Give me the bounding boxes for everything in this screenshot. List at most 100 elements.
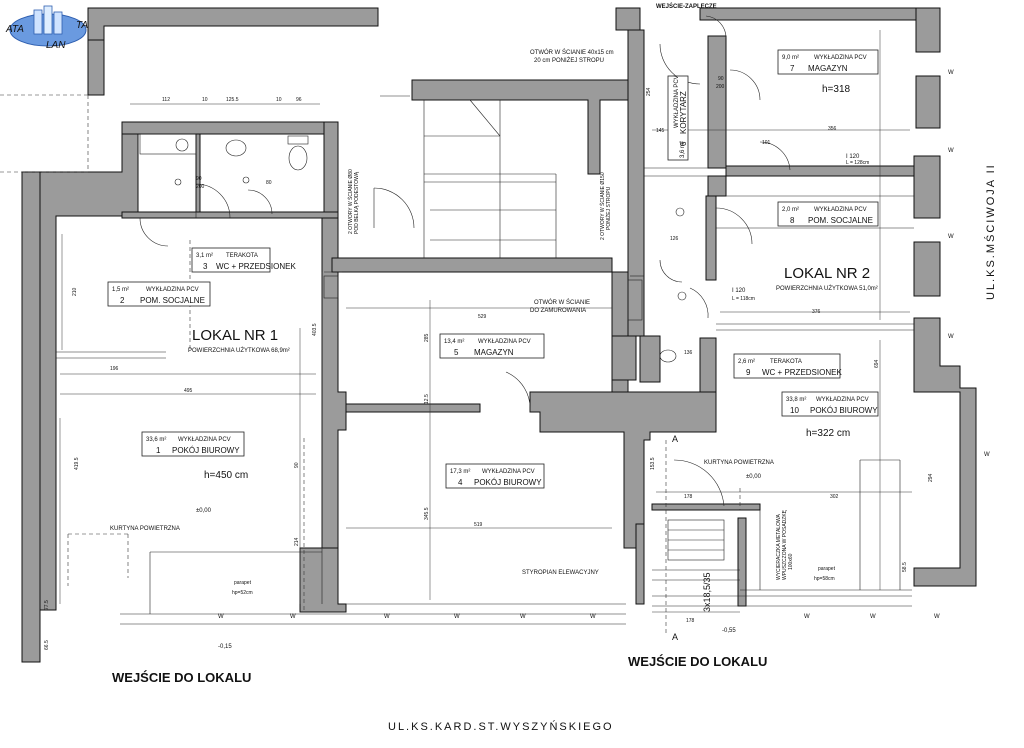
window-marker-14: W <box>290 614 296 620</box>
dim-10a: 10 <box>202 97 208 103</box>
beam-1: I 120 <box>846 154 860 160</box>
logo-text-3: LAN <box>46 40 66 51</box>
logo-text-2: TA <box>76 20 88 31</box>
dim-90: 90 <box>294 462 300 468</box>
dim-178b: 178 <box>686 618 695 624</box>
note-mat: WYCIERACZKA METALOWA <box>776 513 782 580</box>
svg-text:POKÓJ BIUROWY: POKÓJ BIUROWY <box>474 478 542 487</box>
note-openings-2: 2 OTWORY W ŚCIANIE Ø150 <box>598 172 606 240</box>
note-openings-1: 2 OTWORY W ŚCIANIE Ø80 <box>346 169 354 234</box>
svg-text:33,6 m²: 33,6 m² <box>146 437 166 443</box>
level-entrance-left: -0,15 <box>218 644 232 650</box>
room-label-boxes <box>107 49 879 489</box>
window-marker-1: W <box>948 70 954 76</box>
note-opening-mid-2: DO ZAMUROWANIA <box>530 308 586 314</box>
dim-254: 254 <box>646 87 652 96</box>
window-marker-3: W <box>948 234 954 240</box>
wall-right-outer-3 <box>913 155 941 219</box>
room-5-label: 13,4 m² WYKŁADZINA PCV 5 MAGAZYN <box>444 339 531 357</box>
note-parapet-left: parapet <box>234 580 252 586</box>
dim-694: 694 <box>874 359 880 368</box>
street-bottom-label: UL.KS.KARD.ST.WYSZYŃSKIEGO <box>388 720 614 733</box>
svg-text:9: 9 <box>746 368 751 377</box>
svg-text:WC + PRZEDSIONEK: WC + PRZEDSIONEK <box>216 262 296 271</box>
room-7-label: 9,0 m² WYKŁADZINA PCV 7 MAGAZYN <box>782 55 867 73</box>
note-curtain-right: KURTYNA POWIETRZNA <box>704 460 774 466</box>
level-room1: ±0,00 <box>196 508 212 514</box>
window-marker-2: W <box>948 148 954 154</box>
dim-12-5: 12.5 <box>424 394 430 404</box>
dim-58-5: 58.5 <box>902 562 908 572</box>
wall-left-upper <box>87 39 105 96</box>
window-marker-8: W <box>520 614 526 620</box>
height-room10: h=322 cm <box>806 428 850 439</box>
note-opening-top-2: 20 cm PONIŻEJ STROPU <box>534 57 604 64</box>
svg-text:MAGAZYN: MAGAZYN <box>808 64 848 73</box>
door-tag-200: 200 <box>196 184 205 190</box>
dim-356: 356 <box>828 126 837 132</box>
wall-magazyn-bottom <box>345 403 481 413</box>
wall-outer-left <box>21 171 41 663</box>
svg-text:POKÓJ BIUROWY: POKÓJ BIUROWY <box>172 446 240 455</box>
svg-text:KORYTARZ: KORYTARZ <box>679 91 688 134</box>
dim-345-5: 345.5 <box>424 507 430 520</box>
height-room7: h=318 <box>822 84 851 95</box>
svg-text:WYKŁADZINA PCV: WYKŁADZINA PCV <box>814 207 867 213</box>
dim-178a: 178 <box>684 494 693 500</box>
svg-text:9,0 m²: 9,0 m² <box>782 55 799 61</box>
note-parapet-right: parapet <box>818 566 836 572</box>
dim-403-5: 403.5 <box>312 323 318 336</box>
dim-66-5: 66.5 <box>44 640 50 650</box>
svg-text:10: 10 <box>790 406 799 415</box>
svg-text:5: 5 <box>454 348 459 357</box>
svg-text:17,3 m²: 17,3 m² <box>450 469 470 475</box>
dim-529: 529 <box>478 314 487 320</box>
lokal2-title: LOKAL NR 2 <box>784 265 870 282</box>
svg-text:2,0 m²: 2,0 m² <box>782 207 799 213</box>
dim-153-5: 153.5 <box>650 457 656 470</box>
svg-text:3,1 m²: 3,1 m² <box>196 253 213 259</box>
dim-302: 302 <box>830 494 839 500</box>
dim-495: 495 <box>184 388 193 394</box>
wall-right-outer-2 <box>915 75 941 129</box>
wall-mid-right-vertical <box>705 195 717 281</box>
room-6-label: 3,6 m² WYKŁADZINA PCV 6 KORYTARZ <box>674 75 688 158</box>
room-1-label: 33,6 m² WYKŁADZINA PCV 1 POKÓJ BIUROWY <box>146 437 240 455</box>
dim-125-5: 125.5 <box>226 97 239 103</box>
svg-text:8: 8 <box>790 216 795 225</box>
lokal1-title: LOKAL NR 1 <box>192 327 278 344</box>
note-openings-1b: POD BELKĄ PODESTOWĄ <box>354 171 360 234</box>
dim-210: 210 <box>72 287 78 296</box>
svg-text:POM. SOCJALNE: POM. SOCJALNE <box>808 216 873 225</box>
svg-text:WYKŁADZINA PCV: WYKŁADZINA PCV <box>146 287 199 293</box>
svg-text:WC + PRZEDSIONEK: WC + PRZEDSIONEK <box>762 368 842 377</box>
dim-10b: 10 <box>276 97 282 103</box>
svg-text:WYKŁADZINA PCV: WYKŁADZINA PCV <box>482 469 535 475</box>
room-lines <box>0 15 914 636</box>
svg-text:WYKŁADZINA PCV: WYKŁADZINA PCV <box>478 339 531 345</box>
entrance-left-label: WEJŚCIE DO LOKALU <box>112 670 251 685</box>
window-marker-11: W <box>870 614 876 620</box>
wall-pillar-b <box>639 335 661 383</box>
door-tag-80: 80 <box>266 180 272 186</box>
window-marker-7: W <box>454 614 460 620</box>
window-marker-13: W <box>218 614 224 620</box>
note-opening-mid: OTWÓR W ŚCIANIE <box>534 298 590 306</box>
svg-text:TERAKOTA: TERAKOTA <box>226 253 258 259</box>
dim-101: 101 <box>762 140 771 146</box>
svg-text:1,5 m²: 1,5 m² <box>112 287 129 293</box>
wall-vestibule-left <box>635 523 645 605</box>
room-9-label: 2,6 m² TERAKOTA 9 WC + PRZEDSIONEK <box>738 359 842 377</box>
svg-text:1: 1 <box>156 446 161 455</box>
dim-145: 145 <box>656 128 665 134</box>
dim-96: 96 <box>296 97 302 103</box>
note-mat-3: 100x60 <box>788 553 794 570</box>
note-curtain-left: KURTYNA POWIETRZNA <box>110 526 180 532</box>
logo-text-1: ATA <box>5 24 24 35</box>
window-marker-6: W <box>384 614 390 620</box>
svg-text:3: 3 <box>203 262 208 271</box>
room-3-label: 3,1 m² TERAKOTA 3 WC + PRZEDSIONEK <box>196 253 296 271</box>
svg-text:6: 6 <box>679 141 688 146</box>
